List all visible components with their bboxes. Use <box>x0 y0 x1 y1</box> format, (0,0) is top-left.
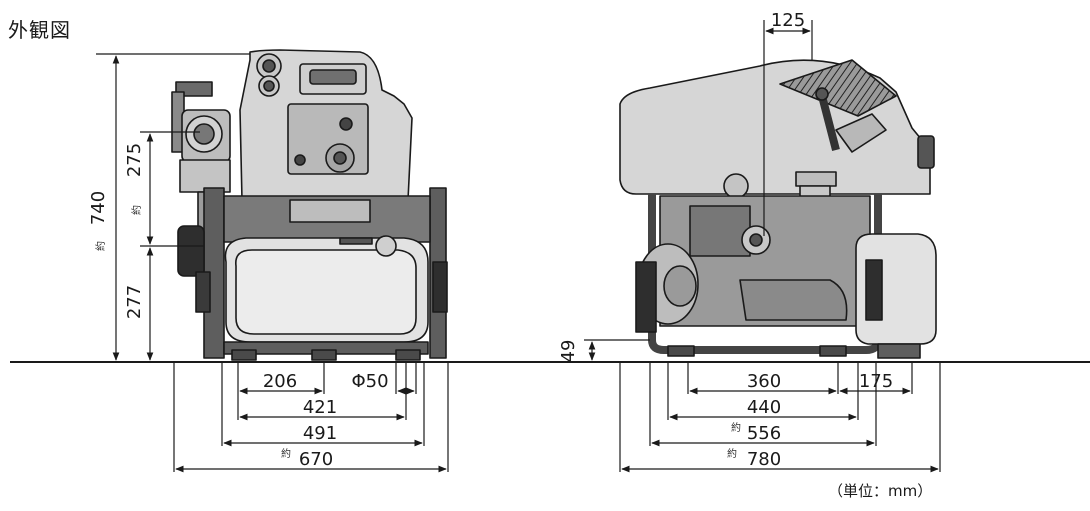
dim-offset-125: 125 <box>771 10 805 31</box>
dim-width-670: 670 <box>299 449 333 470</box>
dim-height-277: 277 <box>124 285 145 319</box>
front-dimensions <box>96 53 449 473</box>
dim-length-780-approx: 約 <box>727 447 737 460</box>
dim-length-175: 175 <box>859 371 893 392</box>
dim-height-740: 740 <box>88 191 109 225</box>
dim-height-740-approx: 約 <box>94 241 107 251</box>
dim-length-556: 556 <box>747 423 781 444</box>
dim-length-360: 360 <box>747 371 781 392</box>
dim-height-275-approx: 約 <box>130 205 143 215</box>
dim-width-421: 421 <box>303 397 337 418</box>
side-dimensions <box>584 20 941 473</box>
dim-width-206: 206 <box>263 371 297 392</box>
dim-width-670-approx: 約 <box>281 447 291 460</box>
dim-height-275: 275 <box>124 143 145 177</box>
dim-length-780: 780 <box>747 449 781 470</box>
page-title: 外観図 <box>8 18 71 42</box>
dim-length-440: 440 <box>747 397 781 418</box>
front-view-machine <box>171 49 448 361</box>
dim-clearance-49: 49 <box>558 340 579 363</box>
dim-phi-50: Φ50 <box>351 371 388 392</box>
side-view-machine <box>619 59 937 359</box>
dim-length-556-approx: 約 <box>731 421 741 434</box>
dim-width-491: 491 <box>303 423 337 444</box>
unit-note: （単位：mm） <box>828 482 933 500</box>
